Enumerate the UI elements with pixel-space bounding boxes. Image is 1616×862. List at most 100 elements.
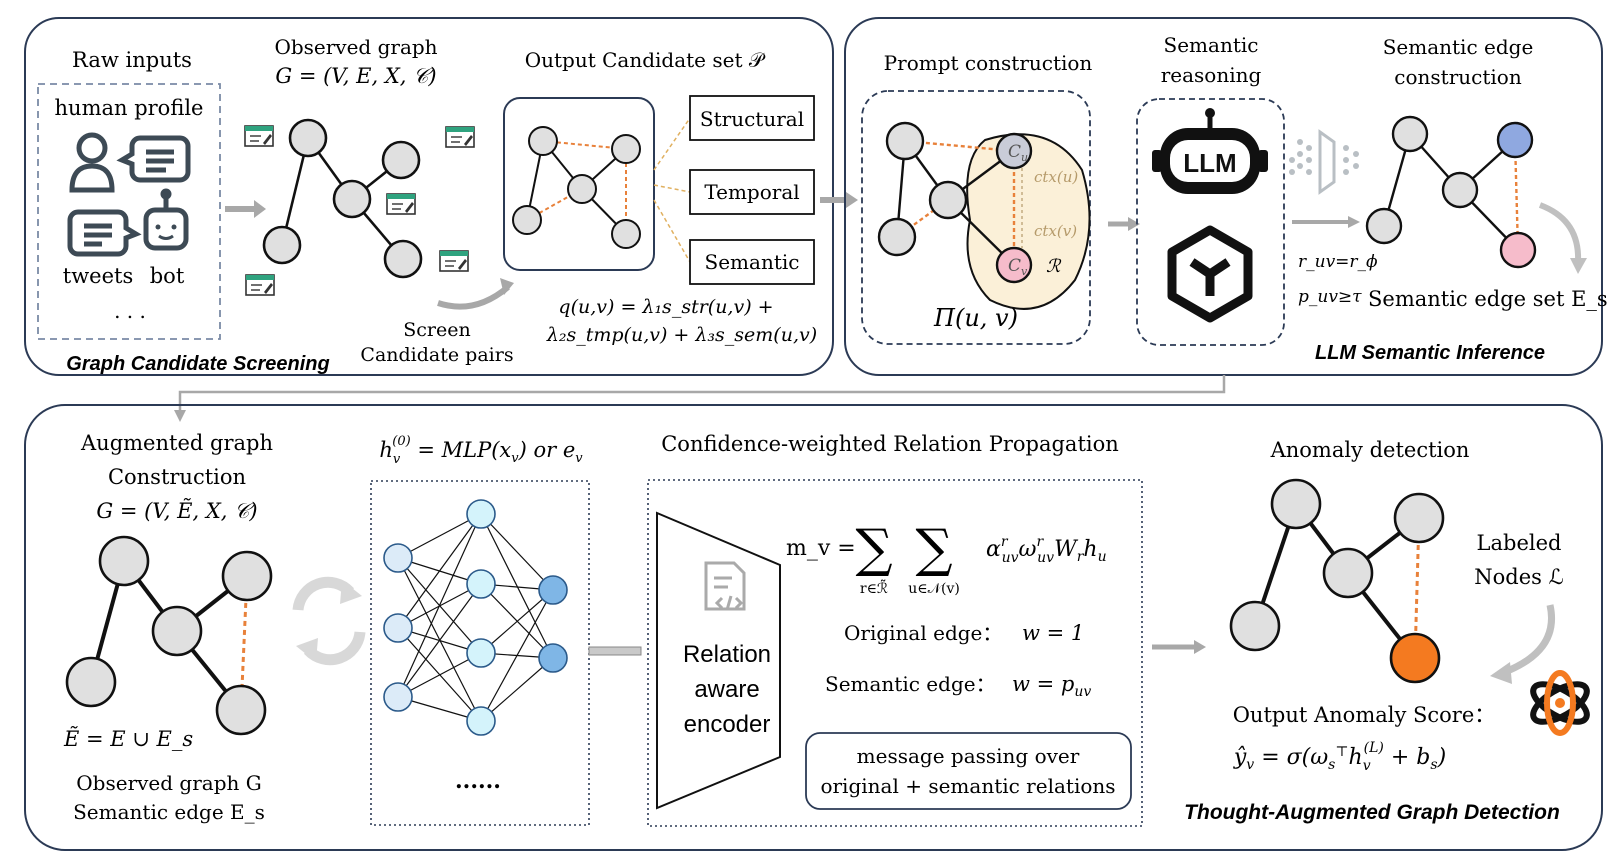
curved-arrow-edge-set bbox=[1538, 202, 1582, 263]
q-formula-line1: q(u,v) = λ₁s_str(u,v) + bbox=[558, 296, 773, 318]
q-formula-line2: λ₂s_tmp(u,v) + λ₃s_sem(u,v) bbox=[546, 324, 817, 346]
graph-node bbox=[262, 225, 302, 265]
screen-arrow bbox=[437, 284, 510, 310]
observed-graph-title: Observed graph bbox=[274, 35, 437, 59]
semantic-label: Semantic bbox=[705, 250, 800, 274]
connector-panel2-to-panel3 bbox=[178, 375, 1226, 414]
semantic-edge-title-line2: construction bbox=[1394, 65, 1522, 89]
candidate-box bbox=[503, 97, 655, 271]
cycle-arrow-head bbox=[340, 580, 362, 604]
chat-bubble-icon bbox=[116, 135, 191, 183]
nn-edge bbox=[480, 589, 554, 654]
anomaly-title: Anomaly detection bbox=[1270, 438, 1470, 462]
panel-thought-augmented-detection: Augmented graph Construction G = (V, Ẽ, … bbox=[24, 404, 1603, 851]
mlp-to-encoder-bar bbox=[588, 646, 642, 656]
ctx-v-label: ctx(v) bbox=[1034, 222, 1077, 240]
pi-label: Π(u, v) bbox=[933, 304, 1018, 332]
original-edge-weight: w = 1 bbox=[1022, 621, 1084, 645]
crp-title: Confidence-weighted Relation Propagation bbox=[661, 432, 1119, 456]
semantic-reasoning-line2: reasoning bbox=[1161, 63, 1262, 87]
output-score-label: Output Anomaly Score： bbox=[1233, 703, 1496, 727]
e-tilde-label: Ẽ = E ∪ E_s bbox=[63, 727, 193, 751]
aug-graph-line1: Augmented graph bbox=[80, 431, 273, 455]
semantic-edge-title-line1: Semantic edge bbox=[1383, 35, 1534, 59]
aug-graph-def: G = (V, Ẽ, X, 𝒞) bbox=[96, 499, 257, 523]
observed-graph-def: G = (V, E, X, 𝒞) bbox=[275, 64, 436, 88]
r-uv-label: r_uv=r_ϕ bbox=[1298, 252, 1378, 272]
sum2-subscript: u∈𝒩(v) bbox=[908, 581, 960, 597]
nn-node bbox=[466, 638, 496, 668]
nn-edge bbox=[480, 589, 554, 722]
node-blue bbox=[1496, 121, 1534, 159]
nn-node bbox=[538, 643, 568, 673]
neural-network-edges bbox=[397, 513, 554, 722]
edge-set-label: Semantic edge set E_s bbox=[1368, 287, 1608, 311]
arrow-head bbox=[1128, 217, 1140, 231]
arrow-head bbox=[174, 410, 186, 422]
nn-edge bbox=[480, 657, 554, 722]
original-edge-label: Original edge： bbox=[844, 621, 1002, 645]
arrow-head bbox=[1570, 258, 1587, 274]
nn-node bbox=[466, 706, 496, 736]
screen-label: Screen bbox=[403, 319, 470, 341]
nn-edge bbox=[480, 513, 554, 591]
encoder-line1: Relation bbox=[683, 641, 771, 668]
labeled-nodes-line1: Labeled bbox=[1477, 531, 1562, 555]
temporal-label: Temporal bbox=[704, 180, 799, 204]
semantic-edge-es-label: Semantic edge E_s bbox=[73, 800, 265, 824]
nn-edge bbox=[397, 513, 482, 698]
arrow-head bbox=[846, 192, 858, 208]
nn-edge bbox=[397, 513, 482, 629]
svg-text:LLM: LLM bbox=[1183, 148, 1236, 178]
nn-edge bbox=[397, 583, 482, 698]
node-pink bbox=[1499, 231, 1537, 269]
cu-label: Cu bbox=[1008, 142, 1028, 164]
anomaly-graph bbox=[1229, 478, 1445, 684]
nn-node bbox=[383, 613, 413, 643]
semantic-box bbox=[689, 239, 815, 285]
nn-node bbox=[383, 682, 413, 712]
tweets-label: tweets bbox=[63, 264, 134, 288]
candidate-connectors bbox=[653, 117, 691, 263]
score-formula: ŷv = σ(ωs⊤hv(L) + bs) bbox=[1233, 740, 1446, 774]
human-profile-label: human profile bbox=[55, 96, 204, 120]
encoder-trapezoid bbox=[656, 511, 781, 810]
nn-edge bbox=[397, 513, 482, 559]
nn-node bbox=[466, 569, 496, 599]
message-passing-line2: original + semantic relations bbox=[820, 774, 1115, 798]
nn-ellipsis: ...... bbox=[455, 768, 501, 794]
labeled-curved-arrow bbox=[1503, 604, 1555, 676]
augmented-graph bbox=[65, 535, 273, 736]
bot-label: bot bbox=[150, 264, 185, 288]
llm-box bbox=[1136, 98, 1285, 346]
attribute-note-icons bbox=[244, 125, 475, 296]
llm-robot-icon: LLM bbox=[1152, 108, 1268, 194]
graph-node bbox=[332, 179, 372, 219]
panel3-footer: Thought-Augmented Graph Detection bbox=[1184, 801, 1560, 824]
sum2-symbol: ∑ bbox=[915, 519, 952, 579]
r-label: ℛ bbox=[1046, 256, 1062, 277]
semantic-edge-graph bbox=[1365, 115, 1537, 269]
graph-node bbox=[288, 118, 328, 158]
structural-box bbox=[689, 95, 815, 141]
nn-node bbox=[538, 575, 568, 605]
graph-node bbox=[381, 140, 421, 180]
temporal-box bbox=[689, 169, 815, 215]
robot-icon bbox=[143, 188, 189, 251]
observed-graph-g-label: Observed graph G bbox=[76, 771, 261, 795]
panel2-footer: LLM Semantic Inference bbox=[1315, 342, 1545, 364]
semantic-reasoning-line1: Semantic bbox=[1164, 33, 1259, 57]
output-candidate-title: Output Candidate set 𝒫 bbox=[525, 48, 766, 72]
arrow-head bbox=[1348, 216, 1360, 228]
screen-arrow-head bbox=[500, 278, 514, 295]
h-def: hv(0) = MLP(xv) or ev bbox=[379, 434, 583, 467]
encoder-line3: encoder bbox=[684, 711, 771, 738]
structural-label: Structural bbox=[700, 107, 804, 131]
node-cv bbox=[995, 246, 1033, 284]
code-document-icon bbox=[704, 561, 746, 611]
panel-llm-semantic-inference: Prompt construction Cu Cv ctx(u) ctx(v) … bbox=[844, 17, 1608, 376]
prompt-graph bbox=[877, 121, 1033, 284]
node-cu bbox=[995, 132, 1033, 170]
crp-box bbox=[647, 479, 1143, 827]
